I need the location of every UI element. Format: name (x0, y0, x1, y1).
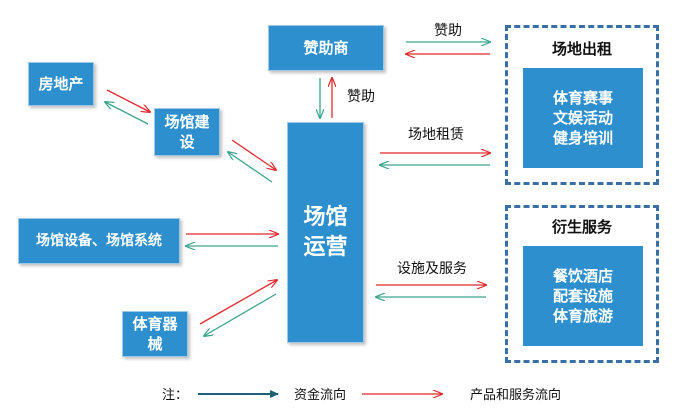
arrow-construction-to-ops (231, 139, 276, 170)
legend-product-flow-label: 产品和服务流向 (470, 388, 562, 403)
sponsorship-label-down: 赞助 (347, 89, 375, 105)
venue-rental-items: 体育赛事 文娱活动 健身培训 (523, 68, 643, 168)
arrow-gear-to-ops (199, 280, 277, 325)
derivative-services-title: 衍生服务 (551, 218, 612, 236)
venue-leasing-label: 场地租赁 (408, 127, 464, 143)
facilities-services-label: 设施及服务 (397, 261, 467, 277)
sponsorship-label-right: 赞助 (434, 23, 462, 39)
arrow-construction-to-realestate (105, 102, 149, 125)
venue-operations-line2: 运营 (303, 234, 348, 260)
sports-equipment-line2: 械 (147, 335, 163, 353)
venue-construction-box: 场馆建 设 (154, 108, 220, 156)
venue-operations-line1: 场馆 (303, 204, 348, 230)
real-estate-label: 房地产 (38, 75, 84, 93)
real-estate-box: 房地产 (28, 62, 94, 106)
derivative-item-facilities: 配套设施 (552, 287, 613, 305)
equipment-systems-box: 场馆设备、场馆系统 (18, 218, 180, 264)
sponsor-box: 赞助商 (268, 25, 384, 71)
sponsor-label: 赞助商 (303, 39, 349, 57)
venue-rental-group: 场地出租 体育赛事 文娱活动 健身培训 (505, 25, 659, 185)
venue-rental-item-sports-events: 体育赛事 (552, 89, 613, 107)
venue-construction-line1: 场馆建 (164, 113, 210, 131)
legend-fund-flow-label: 资金流向 (294, 388, 347, 403)
equipment-systems-label: 场馆设备、场馆系统 (36, 233, 162, 249)
arrow-ops-to-construction (228, 152, 273, 183)
venue-rental-title: 场地出租 (551, 40, 612, 58)
sports-equipment-line1: 体育器 (132, 315, 178, 333)
arrow-ops-to-gear (204, 293, 277, 336)
derivative-item-catering-hotel: 餐饮酒店 (552, 267, 613, 285)
arrow-realestate-to-construction (106, 89, 150, 112)
venue-construction-line2: 设 (179, 133, 195, 151)
derivative-services-group: 衍生服务 餐饮酒店 配套设施 体育旅游 (505, 205, 659, 363)
sports-equipment-box: 体育器 械 (122, 311, 188, 357)
venue-operations-box: 场馆 运营 (287, 122, 364, 343)
venue-rental-item-entertainment: 文娱活动 (552, 109, 613, 127)
venue-rental-item-fitness: 健身培训 (552, 129, 613, 147)
derivative-item-sports-tourism: 体育旅游 (552, 307, 613, 325)
derivative-services-items: 餐饮酒店 配套设施 体育旅游 (523, 246, 643, 346)
legend-note: 注： (162, 388, 189, 403)
